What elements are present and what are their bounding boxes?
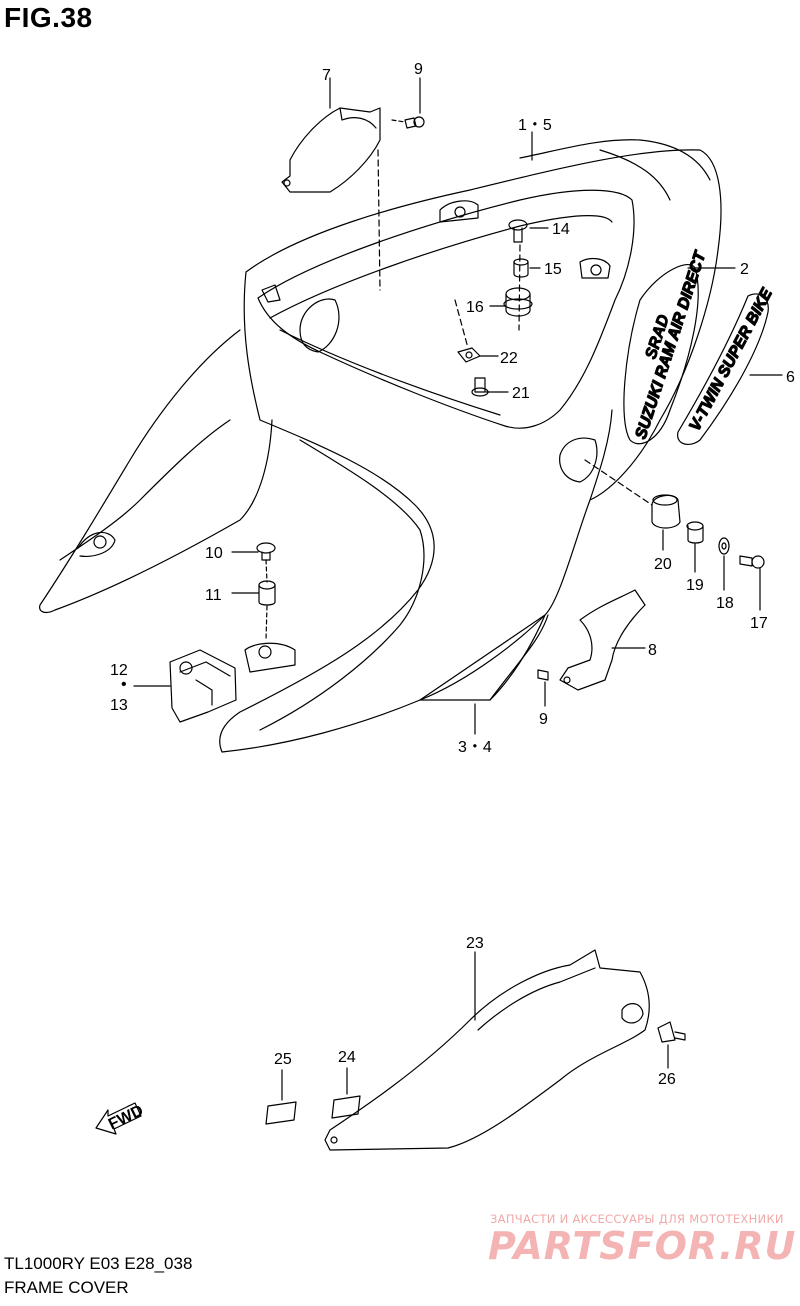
figure-name: FRAME COVER (4, 1278, 129, 1297)
callout-15: 15 (544, 261, 562, 278)
side-panel-23 (324, 949, 650, 1151)
callout-1-5: 1・5 (518, 117, 552, 134)
clip-26 (657, 1021, 686, 1069)
callout-13: 13 (110, 697, 128, 714)
figure-model: TL1000RY E03 E28_038 (4, 1254, 193, 1273)
screw-9-top (404, 116, 425, 129)
callout-20: 20 (654, 556, 672, 573)
pad-25 (265, 1069, 297, 1125)
bracket-12-13 (169, 649, 237, 723)
pad-24 (331, 1067, 361, 1119)
collar-19 (686, 521, 704, 544)
callout-12: 12 (110, 662, 128, 679)
screw-17 (739, 555, 765, 569)
callout-9-bottom: 9 (539, 711, 548, 728)
callout-19: 19 (686, 577, 704, 594)
screw-10 (256, 542, 276, 561)
callout-18: 18 (716, 595, 734, 612)
collar-15 (513, 258, 529, 278)
callout-16: 16 (466, 299, 484, 316)
callout-11: 11 (205, 587, 222, 604)
callout-2: 2 (740, 261, 749, 278)
callout-9-top: 9 (414, 61, 423, 78)
callout-14: 14 (552, 221, 570, 238)
bracket-8 (559, 589, 646, 691)
screw-14 (508, 219, 528, 243)
callout-10: 10 (205, 545, 223, 562)
cushion-20 (651, 494, 681, 529)
callout-6: 6 (786, 369, 795, 386)
callout-21: 21 (512, 385, 530, 402)
nut-22 (457, 347, 481, 363)
callout-8: 8 (648, 642, 657, 659)
seat-tail-cover (39, 139, 722, 753)
cushion-16 (503, 287, 533, 317)
callout-22: 22 (500, 350, 518, 367)
callout-25: 25 (274, 1051, 292, 1068)
watermark-logo: PARTSFOR.RU (488, 1224, 797, 1268)
decal-stripe (677, 293, 769, 446)
svg-text:•: • (121, 676, 127, 693)
decal-srad (623, 263, 699, 445)
callout-labels: 7 9 1・5 14 15 16 22 21 2 6 20 19 18 17 8… (110, 61, 795, 1088)
fwd-arrow-icon (95, 1102, 142, 1135)
bracket-7 (281, 107, 381, 193)
collar-11 (258, 580, 276, 606)
bolt-21 (471, 377, 489, 397)
leader-lines (133, 77, 783, 735)
callout-24: 24 (338, 1049, 356, 1066)
screw-9-bottom (537, 669, 549, 681)
decal-stripe-text: V-TWIN SUPER BIKE (687, 285, 777, 434)
callout-3-4: 3・4 (458, 739, 492, 756)
figure-title: FIG.38 (4, 2, 93, 33)
watermark-tagline: ЗАПЧАСТИ И АКСЕССУАРЫ ДЛЯ МОТОТЕХНИКИ (490, 1212, 784, 1226)
callout-26: 26 (658, 1071, 676, 1088)
callout-17: 17 (750, 615, 768, 632)
callout-7: 7 (322, 67, 331, 84)
callout-23: 23 (466, 935, 484, 952)
washer-18 (718, 537, 730, 555)
